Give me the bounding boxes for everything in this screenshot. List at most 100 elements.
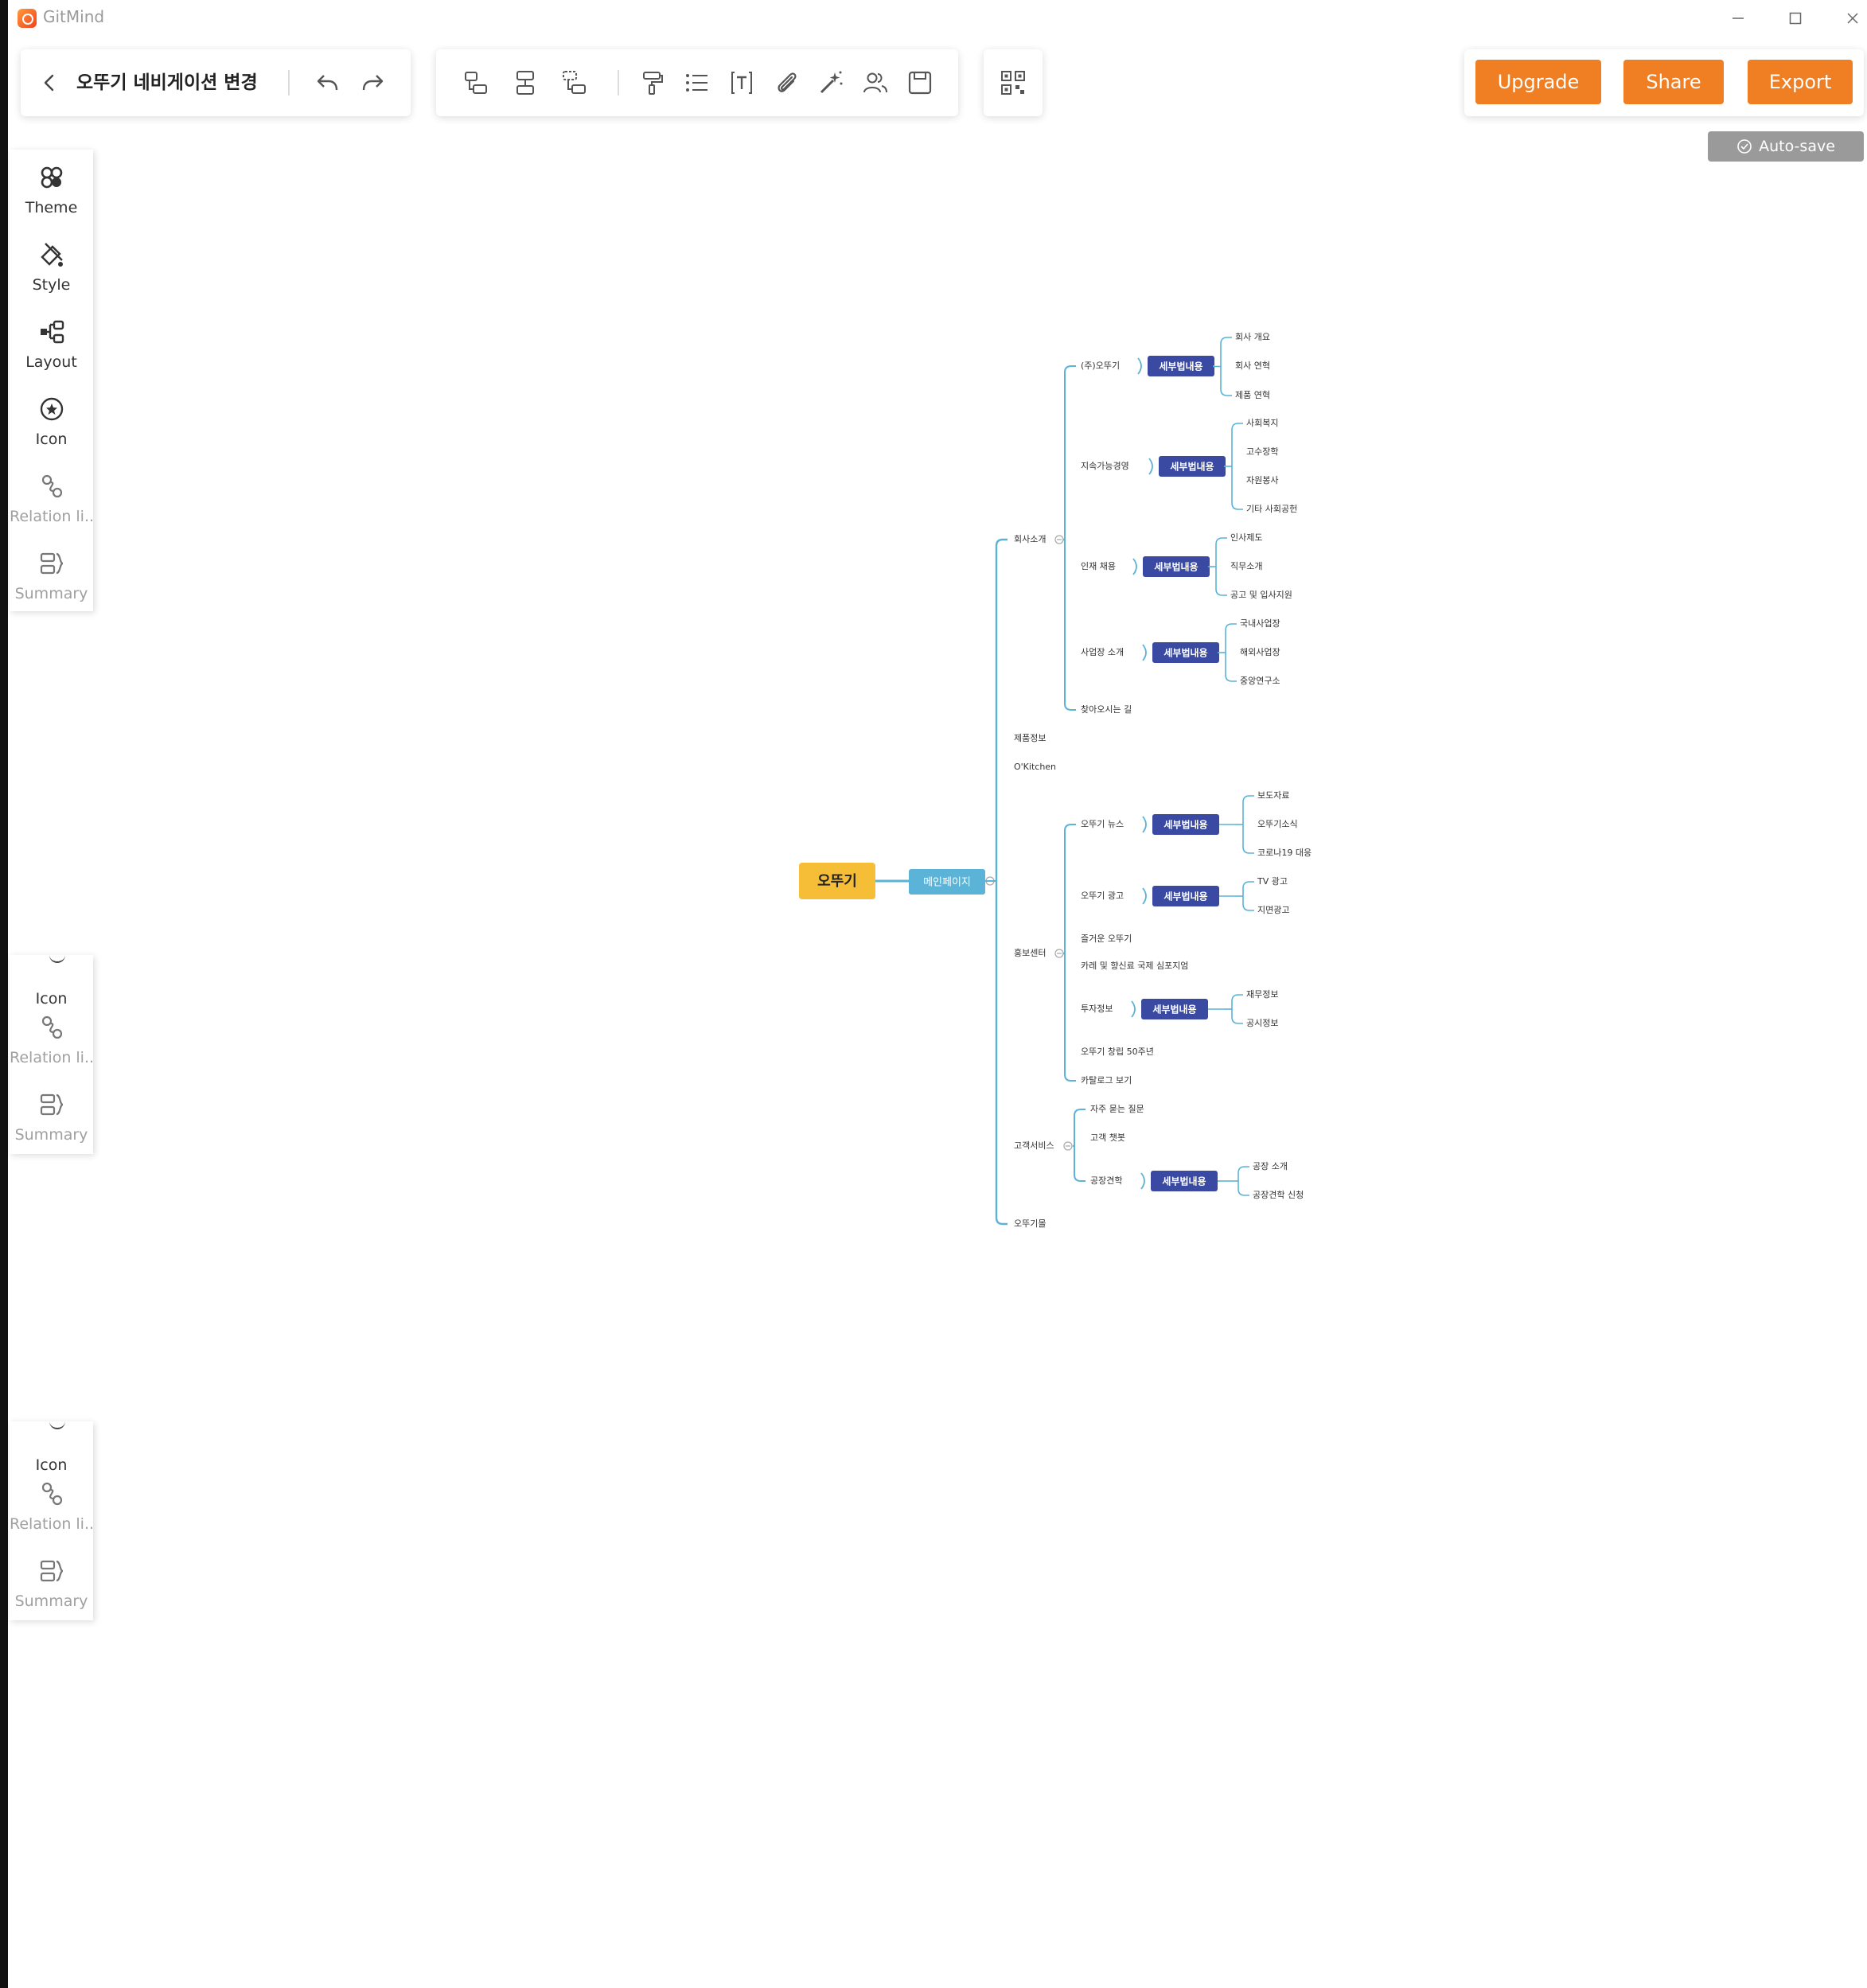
level1-node[interactable]: 오뚜기몰	[1014, 1218, 1046, 1229]
outline-button[interactable]	[680, 65, 715, 100]
pr-detail[interactable]: 보도자료	[1257, 790, 1289, 801]
cs-detail[interactable]: 공장견학 신청	[1253, 1190, 1304, 1200]
root-node-label[interactable]: 오뚜기	[817, 873, 857, 890]
company-detail[interactable]: 제품 연혁	[1235, 390, 1270, 400]
close-window-button[interactable]	[1832, 5, 1867, 32]
detail-badge[interactable]	[1159, 456, 1226, 477]
company-node[interactable]: 인재 채용	[1081, 561, 1116, 571]
detail-badge-label[interactable]: 세부법내용	[1163, 819, 1207, 831]
back-button[interactable]	[32, 65, 67, 100]
cs-node[interactable]: 자주 묻는 질문	[1090, 1104, 1144, 1114]
detail-badge-label[interactable]: 세부법내용	[1159, 361, 1202, 372]
add-child-button[interactable]	[458, 65, 493, 100]
undo-button[interactable]	[310, 65, 345, 100]
branch-bracket	[1238, 1166, 1249, 1196]
pr-node[interactable]: 카레 및 향신료 국제 심포지엄	[1081, 961, 1188, 971]
level1-node[interactable]: 회사소개	[1014, 534, 1046, 544]
gitmind-logo-icon	[18, 9, 37, 28]
cs-detail[interactable]: 공장 소개	[1253, 1161, 1288, 1171]
pr-detail[interactable]: 오뚜기소식	[1257, 819, 1298, 829]
company-detail[interactable]: 해외사업장	[1240, 646, 1280, 657]
company-detail[interactable]: 자원봉사	[1246, 475, 1278, 485]
company-detail[interactable]: 사회복지	[1246, 418, 1278, 428]
pr-detail[interactable]: 코로나19 대응	[1257, 848, 1312, 858]
minimize-button[interactable]	[1717, 5, 1759, 32]
attachment-button[interactable]	[769, 65, 804, 100]
detail-badge[interactable]	[1148, 356, 1214, 376]
pr-node[interactable]: 오뚜기 창립 50주년	[1081, 1047, 1154, 1057]
detail-badge[interactable]	[1151, 1171, 1218, 1191]
pr-detail[interactable]: 공시정보	[1246, 1018, 1278, 1028]
redo-button[interactable]	[355, 65, 390, 100]
sidebar-item-relation-line[interactable]: Relation li...	[10, 466, 93, 543]
document-title[interactable]: 오뚜기 네비게이션 변경	[76, 72, 258, 93]
pr-node[interactable]: 투자정보	[1081, 1004, 1113, 1014]
icon-icon	[49, 1420, 65, 1429]
level1-node[interactable]: 홍보센터	[1014, 947, 1046, 958]
company-detail[interactable]: 고수장학	[1246, 446, 1278, 457]
upgrade-button[interactable]: Upgrade	[1475, 60, 1601, 104]
qr-code-button[interactable]	[996, 65, 1031, 100]
add-parent-button[interactable]	[557, 65, 592, 100]
company-detail[interactable]: 국내사업장	[1240, 618, 1280, 629]
company-node[interactable]: 찾아오시는 길	[1081, 704, 1132, 715]
sidebar-item-layout[interactable]: Layout	[10, 312, 93, 388]
cs-node[interactable]: 고객 챗봇	[1090, 1132, 1125, 1143]
pr-detail[interactable]: 지면광고	[1257, 905, 1289, 915]
company-node[interactable]: 지속가능경영	[1081, 461, 1129, 471]
detail-badge[interactable]	[1143, 556, 1210, 577]
root-node[interactable]	[799, 863, 875, 899]
sidebar-item-theme[interactable]: Theme	[10, 158, 93, 234]
save-button[interactable]	[902, 65, 937, 100]
company-detail[interactable]: 직무소개	[1230, 561, 1262, 571]
branch-bracket	[1220, 337, 1232, 396]
pr-detail[interactable]: 재무정보	[1246, 989, 1278, 1000]
pr-node[interactable]: 오뚜기 뉴스	[1081, 819, 1124, 829]
magic-button[interactable]	[813, 65, 848, 100]
company-detail[interactable]: 회사 개요	[1235, 332, 1270, 342]
company-detail[interactable]: 회사 연혁	[1235, 361, 1270, 371]
export-button[interactable]: Export	[1748, 60, 1853, 104]
detail-badge-label[interactable]: 세부법내용	[1163, 647, 1207, 659]
level1-node[interactable]: 고객서비스	[1014, 1140, 1054, 1151]
maximize-button[interactable]	[1775, 5, 1816, 32]
left-sidebar: Theme Style Layout Icon Relation li...	[10, 150, 93, 611]
list-icon	[686, 74, 707, 92]
pr-detail[interactable]: TV 광고	[1257, 876, 1288, 887]
cs-node[interactable]: 공장견학	[1090, 1175, 1122, 1186]
detail-badge-label[interactable]: 세부법내용	[1163, 891, 1207, 902]
level1-node[interactable]: O'Kitchen	[1014, 762, 1056, 772]
detail-badge-label[interactable]: 세부법내용	[1152, 1004, 1196, 1015]
main-page-node[interactable]	[909, 869, 985, 895]
pr-node[interactable]: 카탈로그 보기	[1081, 1075, 1132, 1086]
detail-badge-label[interactable]: 세부법내용	[1170, 461, 1214, 473]
company-detail[interactable]: 공고 및 입사지원	[1230, 590, 1292, 600]
magic-wand-icon	[820, 71, 843, 94]
company-detail[interactable]: 중앙연구소	[1240, 676, 1280, 686]
sidebar-item-style[interactable]: Style	[10, 235, 93, 311]
detail-badge[interactable]	[1141, 999, 1208, 1019]
sidebar-item-icon[interactable]: Icon	[10, 389, 93, 466]
pr-node[interactable]: 오뚜기 광고	[1081, 891, 1124, 901]
branch-bracket	[1064, 824, 1076, 1082]
pr-node[interactable]: 즐거운 오뚜기	[1081, 934, 1132, 944]
detail-badge[interactable]	[1152, 814, 1219, 835]
company-node[interactable]: (주)오뚜기	[1081, 361, 1120, 371]
detail-badge[interactable]	[1152, 886, 1219, 906]
company-detail[interactable]: 기타 사회공헌	[1246, 504, 1297, 514]
format-painter-button[interactable]	[635, 65, 670, 100]
level1-node[interactable]: 제품정보	[1014, 733, 1046, 743]
company-detail[interactable]: 인사제도	[1230, 532, 1262, 543]
detail-badge[interactable]	[1152, 642, 1219, 663]
company-node[interactable]: 사업장 소개	[1081, 647, 1124, 657]
share-button[interactable]: Share	[1623, 60, 1724, 104]
sidebar-item-summary[interactable]: Summary	[10, 544, 93, 620]
text-box-button[interactable]	[724, 65, 759, 100]
main-page-label[interactable]: 메인페이지	[923, 877, 971, 889]
maximize-icon	[1789, 12, 1802, 25]
detail-badge-label[interactable]: 세부법내용	[1162, 1175, 1206, 1187]
add-sibling-button[interactable]	[508, 65, 543, 100]
collaborate-button[interactable]	[858, 65, 893, 100]
detail-badge-label[interactable]: 세부법내용	[1154, 561, 1198, 573]
